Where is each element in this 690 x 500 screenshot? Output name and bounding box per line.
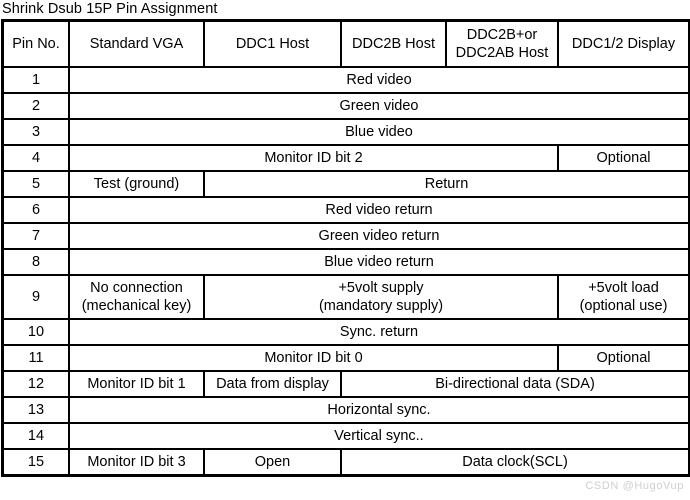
pin-number-cell: 5 — [3, 171, 69, 197]
pin-function-cell: +5volt supply (mandatory supply) — [204, 275, 558, 319]
pin-number-cell: 1 — [3, 67, 69, 93]
pin-function-cell: Blue video — [69, 119, 689, 145]
pin-number-cell: 9 — [3, 275, 69, 319]
column-header-ddc1-host: DDC1 Host — [204, 21, 341, 67]
pin-function-cell: Vertical sync.. — [69, 423, 689, 449]
pin-function-cell: Return — [204, 171, 689, 197]
header-line-2: DDC2AB Host — [455, 45, 549, 61]
pin-number-cell: 15 — [3, 449, 69, 475]
column-header-ddc2b-ddc2ab-host: DDC2B+or DDC2AB Host — [446, 21, 558, 67]
pin-function-cell: No connection (mechanical key) — [69, 275, 204, 319]
cell-line-1: +5volt supply — [338, 280, 424, 296]
page-title: Shrink Dsub 15P Pin Assignment — [2, 1, 218, 17]
pin-function-cell: +5volt load (optional use) — [558, 275, 689, 319]
pin-number-cell: 4 — [3, 145, 69, 171]
pin-function-cell: Data clock(SCL) — [341, 449, 689, 475]
pin-function-cell: Blue video return — [69, 249, 689, 275]
pin-number-cell: 13 — [3, 397, 69, 423]
csdn-watermark: CSDN @HugoVup — [585, 480, 684, 492]
pin-function-cell: Sync. return — [69, 319, 689, 345]
table-row: 9 No connection (mechanical key) +5volt sup… — [3, 275, 689, 319]
pin-function-cell: Green video — [69, 93, 689, 119]
cell-line-2: (optional use) — [579, 298, 668, 314]
pin-function-cell: Optional — [558, 345, 689, 371]
header-row: Pin No. Standard VGA DDC1 Host DDC2B Hos… — [3, 21, 689, 67]
cell-line-1: +5volt load — [588, 280, 659, 296]
pin-assignment-table: Pin No. Standard VGA DDC1 Host DDC2B Hos… — [1, 19, 690, 477]
pin-number-cell: 12 — [3, 371, 69, 397]
pin-function-cell: Monitor ID bit 1 — [69, 371, 204, 397]
pin-number-cell: 11 — [3, 345, 69, 371]
pin-function-cell: Monitor ID bit 3 — [69, 449, 204, 475]
pin-function-cell: Data from display — [204, 371, 341, 397]
pin-function-cell: Green video return — [69, 223, 689, 249]
pin-function-cell: Test (ground) — [69, 171, 204, 197]
pin-number-cell: 3 — [3, 119, 69, 145]
column-header-ddc1-2-display: DDC1/2 Display — [558, 21, 689, 67]
pin-function-cell: Optional — [558, 145, 689, 171]
pin-function-cell: Monitor ID bit 0 — [69, 345, 558, 371]
pin-number-cell: 14 — [3, 423, 69, 449]
table-header: Pin No. Standard VGA DDC1 Host DDC2B Hos… — [3, 21, 689, 67]
cell-line-1: No connection — [90, 280, 183, 296]
pin-number-cell: 10 — [3, 319, 69, 345]
pin-number-cell: 2 — [3, 93, 69, 119]
pin-number-cell: 6 — [3, 197, 69, 223]
pin-number-cell: 8 — [3, 249, 69, 275]
pin-function-cell: Red video — [69, 67, 689, 93]
pin-number-cell: 7 — [3, 223, 69, 249]
cell-line-2: (mechanical key) — [81, 298, 192, 314]
pin-function-cell: Monitor ID bit 2 — [69, 145, 558, 171]
column-header-pin-no: Pin No. — [3, 21, 69, 67]
header-line-1: DDC2B+or — [466, 27, 538, 43]
column-header-ddc2b-host: DDC2B Host — [341, 21, 446, 67]
pin-function-cell: Horizontal sync. — [69, 397, 689, 423]
cell-line-2: (mandatory supply) — [318, 298, 444, 314]
pin-function-cell: Bi-directional data (SDA) — [341, 371, 689, 397]
column-header-standard-vga: Standard VGA — [69, 21, 204, 67]
pin-function-cell: Open — [204, 449, 341, 475]
pin-function-cell: Red video return — [69, 197, 689, 223]
